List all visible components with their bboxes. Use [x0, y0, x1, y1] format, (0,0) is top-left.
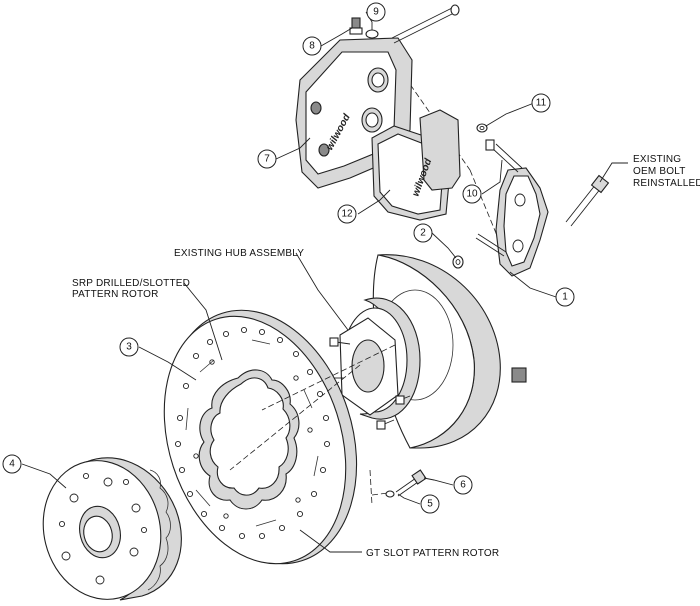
- existing-oem-bolt-label: EXISTING OEM BOLT REINSTALLED: [633, 154, 700, 189]
- callout-10-number: 10: [466, 189, 478, 200]
- callout-7: 7: [257, 149, 277, 169]
- callout-2: 2: [413, 223, 433, 243]
- callout-1-number: 1: [562, 292, 568, 303]
- callout-7-number: 7: [264, 154, 270, 165]
- callout-6: 6: [453, 475, 473, 495]
- oem-bolt: [565, 174, 610, 227]
- existing-oem-bolt-line-3: REINSTALLED: [633, 178, 700, 189]
- mounting-bracket: [495, 167, 549, 277]
- rotor-washer: [385, 490, 395, 498]
- spacer-washer: [452, 255, 464, 269]
- callout-8: 8: [302, 36, 322, 56]
- existing-oem-bolt-line-2: OEM BOLT: [633, 166, 685, 177]
- callout-12: 12: [337, 204, 357, 224]
- rotor-slots: [185, 339, 319, 527]
- srp-rotor-line-1: SRP DRILLED/SLOTTED: [72, 278, 190, 289]
- hat-lug-holes: [58, 472, 148, 585]
- existing-oem-bolt-line-1: EXISTING: [633, 154, 681, 165]
- bracket-stud: [475, 233, 507, 257]
- callout-leaders: [21, 11, 628, 553]
- bracket-washer: [476, 123, 488, 133]
- existing-hub-assembly-label: EXISTING HUB ASSEMBLY: [174, 248, 304, 259]
- callout-1: 1: [555, 287, 575, 307]
- callout-3-number: 3: [126, 342, 132, 353]
- callout-6-number: 6: [460, 480, 466, 491]
- callout-8-number: 8: [309, 41, 315, 52]
- callout-3: 3: [119, 337, 139, 357]
- bleeder-screw: [349, 17, 363, 35]
- rotor: [163, 309, 358, 565]
- callout-4-number: 4: [9, 459, 15, 470]
- callout-5: 5: [420, 494, 440, 514]
- srp-rotor-line-2: PATTERN ROTOR: [72, 289, 159, 300]
- bracket-bolt: [485, 139, 523, 173]
- callout-11: 11: [531, 93, 551, 113]
- callout-9: 9: [366, 2, 386, 22]
- rotor-hat: [42, 457, 182, 601]
- callout-2-number: 2: [420, 228, 426, 239]
- brake-pads: wilwood: [371, 109, 461, 221]
- srp-rotor-label: SRP DRILLED/SLOTTED PATTERN ROTOR: [72, 278, 193, 300]
- callout-5-number: 5: [427, 499, 433, 510]
- callout-9-number: 9: [373, 7, 379, 18]
- hub-assembly: [323, 297, 527, 430]
- rotor-bolt: [395, 469, 427, 497]
- callout-12-number: 12: [341, 209, 353, 220]
- callout-4: 4: [2, 454, 22, 474]
- callout-10: 10: [462, 184, 482, 204]
- caliper-mount-bolt: [365, 4, 460, 44]
- callout-11-number: 11: [536, 98, 547, 109]
- gt-slot-rotor-label: GT SLOT PATTERN ROTOR: [366, 548, 499, 559]
